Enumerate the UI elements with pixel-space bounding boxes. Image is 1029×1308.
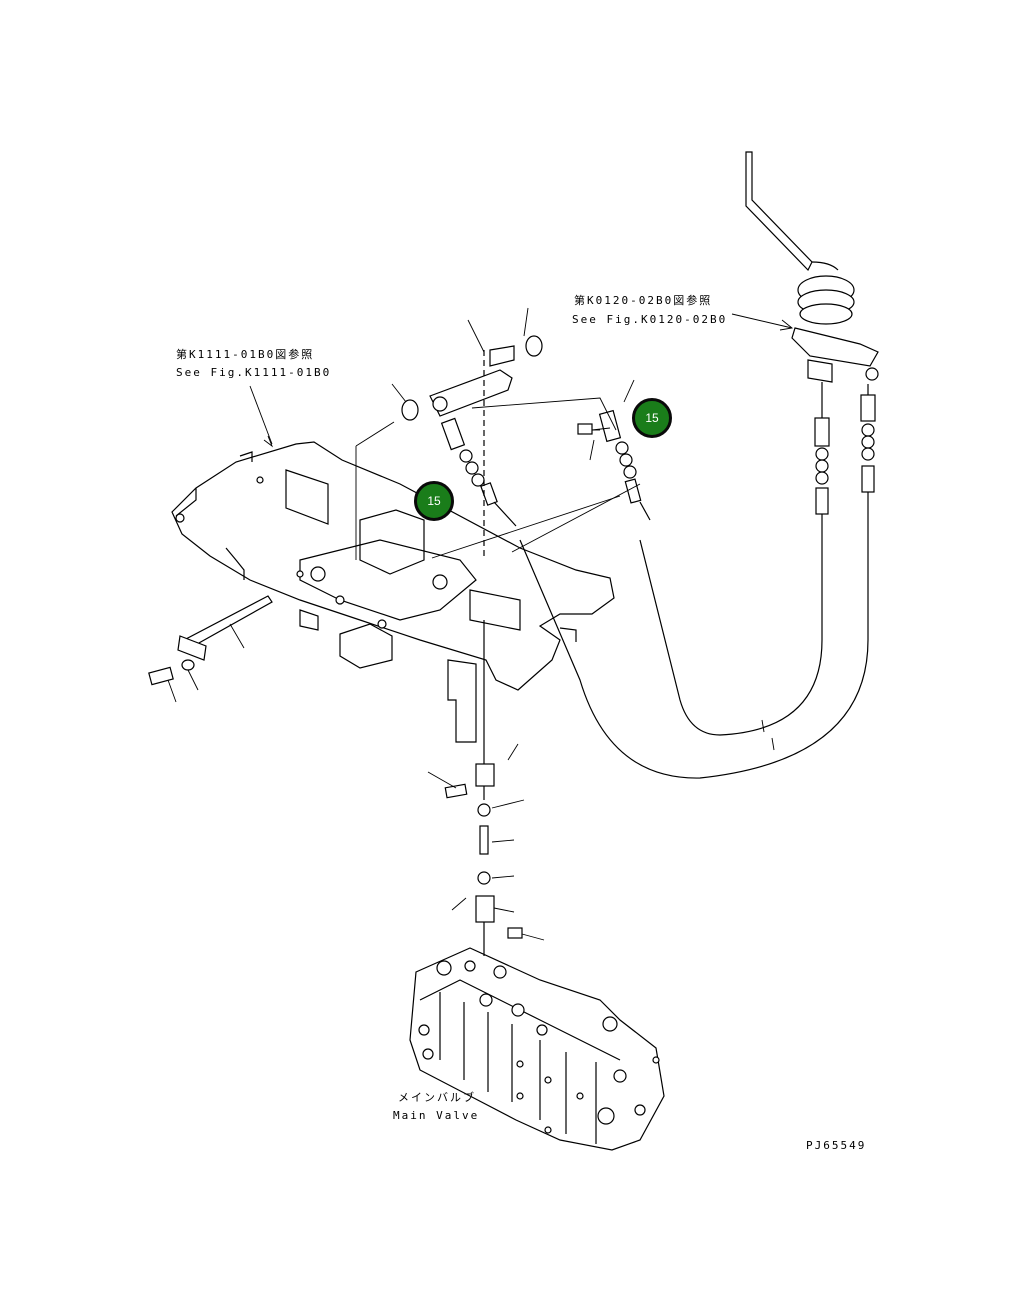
frame-bracket [171,441,615,743]
vertical-link [427,350,545,956]
left-cable-end [391,307,617,527]
callout-15-right[interactable]: 15 [632,398,672,438]
link-rod [148,595,273,703]
main-valve-label-en: Main Valve [393,1109,480,1122]
lever-reference-en: See Fig.K0120-02B0 [572,313,728,326]
frame-reference-en: See Fig.K1111-01B0 [176,366,332,379]
lever-reference-jp: 第K0120-02B0図参照 [574,294,713,307]
drawing-code: PJ65549 [806,1139,867,1152]
control-lever [745,151,879,383]
main-valve-label-jp: メインバルブ [398,1091,476,1104]
main-valve-body [409,947,665,1151]
lever-cables [519,382,876,779]
callout-15-left[interactable]: 15 [414,481,454,521]
leader-lines [249,313,794,560]
right-cable-end [577,379,651,521]
frame-reference-jp: 第K1111-01B0図参照 [176,348,315,361]
